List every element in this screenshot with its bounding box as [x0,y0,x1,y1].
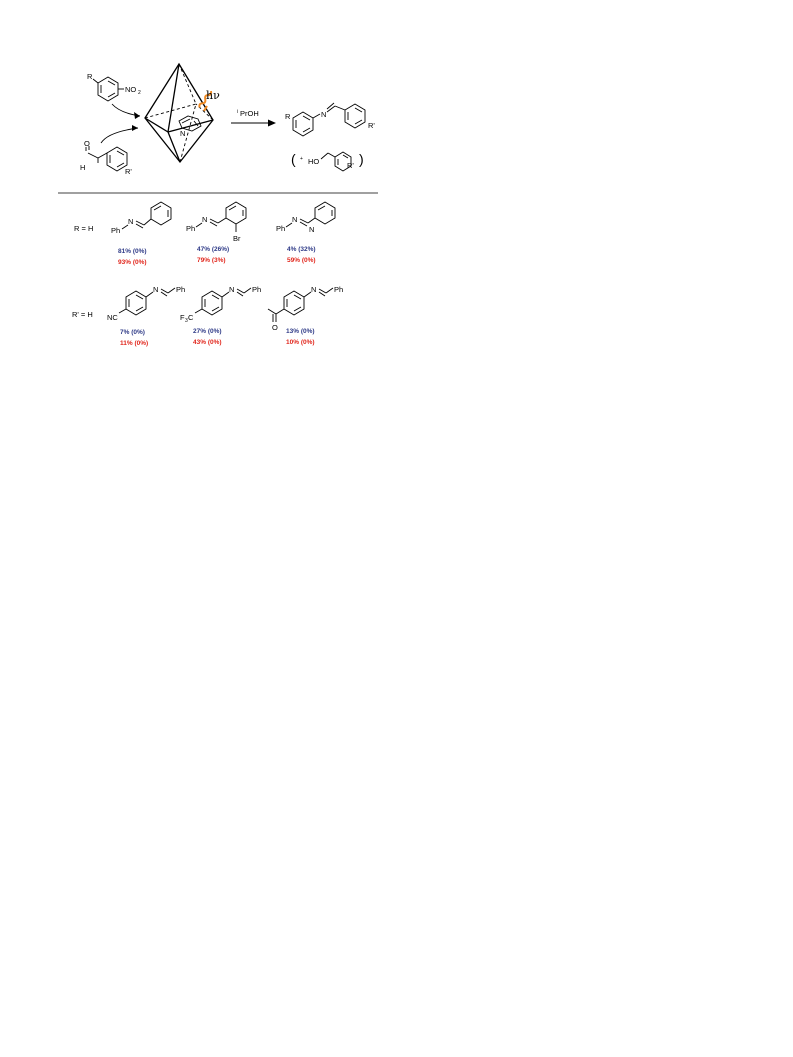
paren-close: ) [359,151,364,167]
row2-item-2-f-label: F [180,313,185,322]
row1-label: R = H [74,224,93,233]
side-product-r-prime-label: R' [347,161,354,170]
nitroarene-structure: R NO 2 [87,72,141,102]
benzaldehyde-r-prime-label: R' [125,167,132,176]
row1-item-3-yield-1: 4% (32%) [287,246,316,253]
row2-item-2-n-label: N [229,285,234,294]
paren-open: ( [291,151,296,167]
reaction-arrow: i PrOH [231,109,276,127]
row1-item-2-ph-label: Ph [186,224,195,233]
side-product-structure: ( + HO R' ) [291,151,364,172]
row2-item-2-ph-label: Ph [252,285,261,294]
row2-item-1-yield-1: 7% (0%) [120,329,145,336]
row2-item-2-c-label: C [188,313,194,322]
row2-item-2-yield-1: 27% (0%) [193,328,222,335]
cage-structure: N hν [144,62,220,164]
row2-item-3-ph-label: Ph [334,285,343,294]
solvent-prefix: i [237,109,238,115]
row2-item-3-yield-1: 13% (0%) [286,328,315,335]
nitroarene-r-label: R [87,72,93,81]
row1-item-3-structure: Ph N N [276,201,336,234]
product-r-prime-label: R' [368,121,375,130]
row1-item-1-n-label: N [128,217,133,226]
side-product-ho-label: HO [308,157,319,166]
row1-item-2-yield-1: 47% (26%) [197,246,229,253]
benzaldehyde-structure: O H R' [80,139,132,176]
row1-item-1-yield-1: 81% (0%) [118,248,147,255]
row2-item-2-structure: N Ph F 3 C [180,285,261,324]
row1-item-1-ph-label: Ph [111,226,120,235]
light-label: hν [206,89,220,102]
row1-item-2-br-label: Br [233,234,241,243]
row1-item-3-ph-label: Ph [276,224,285,233]
nitro-subscript: 2 [138,90,141,96]
row1-item-2-n-label: N [202,215,207,224]
solvent-label: PrOH [240,109,259,118]
row2-label: R' = H [72,310,93,319]
aldehyde-h-label: H [80,163,85,172]
row2-item-1-nc-label: NC [107,313,118,322]
reagent-arrows [100,103,141,144]
row1-item-2-yield-2: 79% (3%) [197,257,226,264]
row2-item-3-structure: N Ph O [267,285,343,332]
row2-item-1-structure: N Ph NC [107,285,185,322]
row2-item-3-yield-2: 10% (0%) [286,339,315,346]
cage-pyridine-n-label: N [180,129,185,138]
nitro-label: NO [125,85,136,94]
row2-item-3-o-label: O [272,323,278,332]
plus-sign: + [300,156,303,162]
reaction-scheme: R NO 2 O H R' N [58,62,378,347]
product-n-label: N [321,110,326,119]
row2-item-1-yield-2: 11% (0%) [120,340,148,347]
row2-item-3-n-label: N [311,285,316,294]
row1-item-3-yield-2: 59% (0%) [287,257,316,264]
row1-item-3-n-label: N [292,215,297,224]
row1-item-1-yield-2: 93% (0%) [118,259,147,266]
row2-item-1-n-label: N [153,285,158,294]
row1-item-2-structure: Ph N Br [186,201,247,243]
row1-item-1-structure: Ph N [111,201,172,235]
row1-item-3-pyridine-n-label: N [309,225,314,234]
aldehyde-o-label: O [84,139,90,148]
product-imine-structure: R N R' [285,102,375,137]
row2-item-2-yield-2: 43% (0%) [193,339,222,346]
product-r-label: R [285,112,291,121]
row2-item-1-ph-label: Ph [176,285,185,294]
row2-item-2-sub-3: 3 [185,318,188,324]
